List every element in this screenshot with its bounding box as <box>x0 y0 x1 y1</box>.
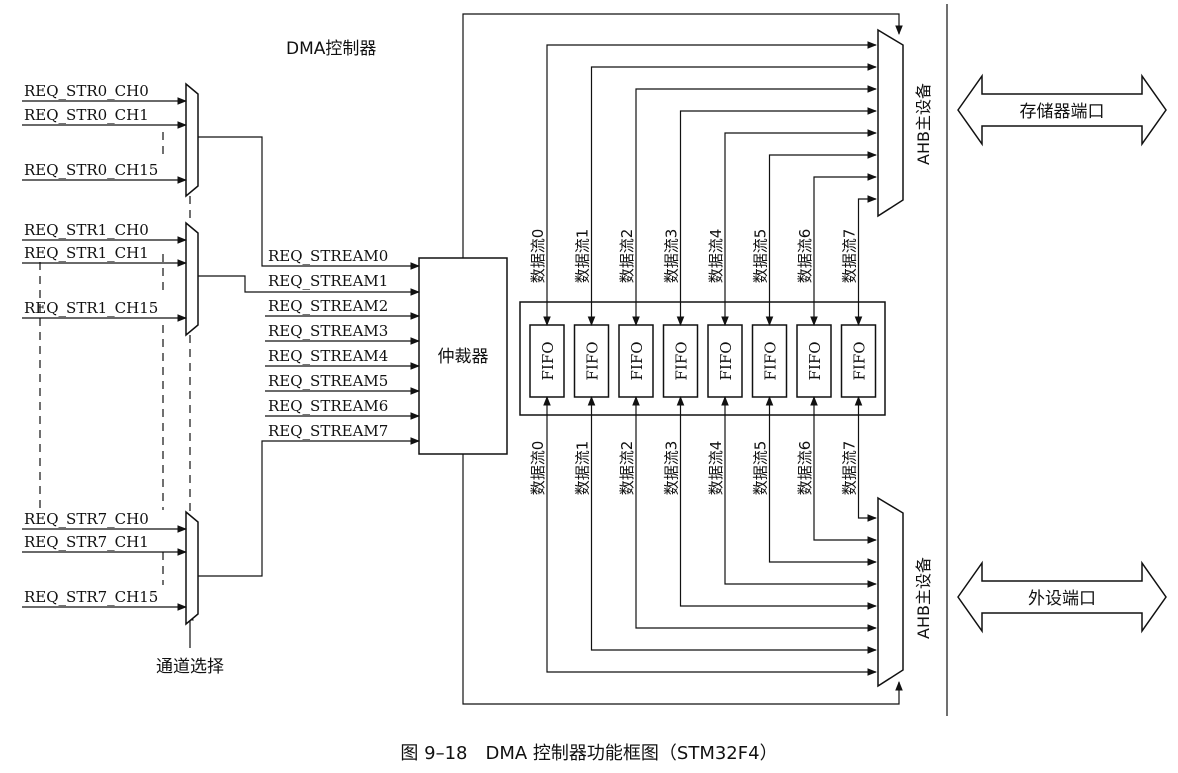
stream-label: REQ_STREAM5 <box>268 372 388 390</box>
data-stream-label-top: 数据流2 <box>618 229 636 284</box>
mux-input-label: REQ_STR1_CH1 <box>24 244 149 262</box>
data-line-memory <box>543 41 877 326</box>
data-stream-label-top: 数据流6 <box>796 229 814 284</box>
stream-label: REQ_STREAM4 <box>268 347 388 365</box>
arbiter-box <box>418 257 508 455</box>
data-line-memory <box>632 85 877 326</box>
data-line-memory <box>810 173 877 326</box>
data-stream-label-bottom: 数据流5 <box>752 441 770 496</box>
fifo-label: FIFO <box>851 341 869 380</box>
figure-caption: 图 9–18 DMA 控制器功能框图（STM32F4） <box>400 743 777 764</box>
fifo-label: FIFO <box>673 341 691 380</box>
diagram-title: DMA控制器 <box>286 39 376 59</box>
ahb-master-peripheral <box>877 496 904 688</box>
stream-label: REQ_STREAM0 <box>268 247 388 265</box>
data-line-peripheral <box>587 396 877 654</box>
data-stream-label-bottom: 数据流7 <box>841 441 859 496</box>
fifo-box <box>529 324 565 398</box>
mux-input-label: REQ_STR0_CH15 <box>24 161 158 179</box>
data-stream-label-top: 数据流7 <box>841 229 859 284</box>
stream-label: REQ_STREAM7 <box>268 422 388 440</box>
stream-request-lines: REQ_STREAM0REQ_STREAM1REQ_STREAM2REQ_STR… <box>265 247 420 440</box>
mux-input-label: REQ_STR0_CH0 <box>24 82 149 100</box>
data-line-peripheral <box>854 396 877 522</box>
peripheral-port-label: 外设端口 <box>1028 589 1096 609</box>
ahb-master-peripheral-label: AHB主设备 <box>914 557 933 639</box>
data-stream-label-top: 数据流3 <box>663 229 681 284</box>
memory-port-label: 存储器端口 <box>1020 102 1105 122</box>
data-stream-label-top: 数据流1 <box>574 229 592 284</box>
arbiter-to-peripheral-ahb-line <box>462 454 903 705</box>
data-line-peripheral <box>632 396 877 632</box>
memory-port-arrow <box>957 73 1167 147</box>
fifo-label: FIFO <box>806 341 824 380</box>
data-stream-label-bottom: 数据流2 <box>618 441 636 496</box>
data-stream-label-bottom: 数据流4 <box>707 441 725 496</box>
mux-input-label: REQ_STR1_CH15 <box>24 299 158 317</box>
mux-output-line <box>198 437 420 577</box>
data-line-memory <box>676 107 877 326</box>
data-line-peripheral <box>543 396 877 676</box>
mux-output-line <box>198 275 420 296</box>
stream-label: REQ_STREAM6 <box>268 397 388 415</box>
stream-label: REQ_STREAM1 <box>268 272 388 290</box>
data-line-memory <box>854 195 877 326</box>
data-line-peripheral <box>810 396 877 544</box>
ahb-master-memory <box>877 28 904 218</box>
data-line-peripheral <box>676 396 877 610</box>
mux-input-label: REQ_STR7_CH0 <box>24 510 149 528</box>
data-line-memory <box>721 129 877 326</box>
fifo-label: FIFO <box>628 341 646 380</box>
mux-output-line <box>198 136 420 270</box>
channel-select-label: 通道选择 <box>156 657 224 677</box>
fifo-0: FIFO 数据流0 数据流0 <box>529 229 565 496</box>
data-stream-label-bottom: 数据流0 <box>529 441 547 496</box>
fifo-label: FIFO <box>539 341 557 380</box>
stream-label: REQ_STREAM3 <box>268 322 388 340</box>
data-stream-label-top: 数据流4 <box>707 229 725 284</box>
mux-input-label: REQ_STR7_CH15 <box>24 588 158 606</box>
mux-shape <box>185 82 199 198</box>
peripheral-port-arrow <box>957 560 1167 634</box>
mux-shape <box>185 510 199 626</box>
fifo-box <box>751 324 788 398</box>
channel-multiplexers: REQ_STR0_CH0REQ_STR0_CH1REQ_STR0_CH15REQ… <box>22 82 420 626</box>
data-stream-lines <box>543 41 877 676</box>
ahb-master-memory-label: AHB主设备 <box>914 83 933 165</box>
mux-input-label: REQ_STR1_CH0 <box>24 221 149 239</box>
data-stream-label-top: 数据流0 <box>529 229 547 284</box>
mux-input-label: REQ_STR7_CH1 <box>24 533 149 551</box>
mux-input-label: REQ_STR0_CH1 <box>24 106 149 124</box>
data-stream-label-bottom: 数据流3 <box>663 441 681 496</box>
mux-shape <box>185 221 199 337</box>
fifo-label: FIFO <box>717 341 735 380</box>
data-line-memory <box>587 63 877 326</box>
data-stream-label-bottom: 数据流1 <box>574 441 592 496</box>
data-line-peripheral <box>721 396 877 588</box>
stream-label: REQ_STREAM2 <box>268 297 388 315</box>
fifo-label: FIFO <box>584 341 602 380</box>
data-stream-label-bottom: 数据流6 <box>796 441 814 496</box>
fifo-box <box>618 324 654 398</box>
data-line-peripheral <box>765 396 877 566</box>
data-line-memory <box>765 151 877 326</box>
arbiter-to-memory-ahb-line <box>462 13 903 258</box>
data-stream-label-top: 数据流5 <box>752 229 770 284</box>
arbiter-label: 仲裁器 <box>438 347 489 367</box>
fifo-label: FIFO <box>762 341 780 380</box>
